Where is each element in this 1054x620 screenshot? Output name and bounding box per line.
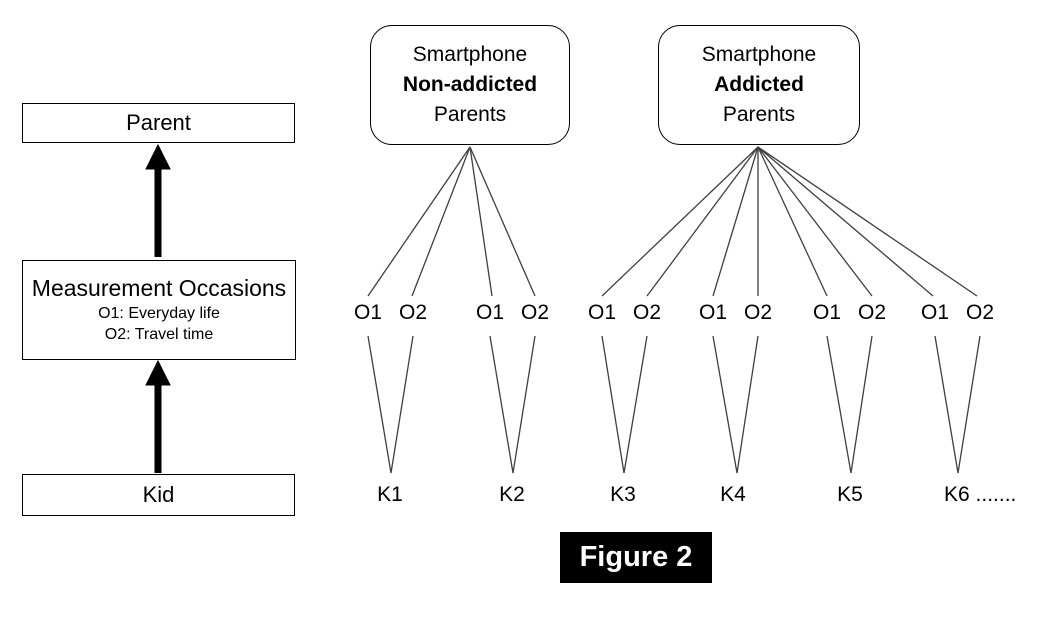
addicted-box-line1: Smartphone: [701, 43, 817, 67]
kid-label-k3: K3: [610, 483, 636, 506]
parent-level-box: Parent: [22, 103, 295, 143]
kid-label-k6: K6 .......: [944, 483, 1017, 506]
parent-level-label: Parent: [126, 110, 191, 135]
occasion-label-k1-o1: O1: [353, 301, 383, 324]
occasion-label-k6-o2: O2: [965, 301, 995, 324]
kid-level-label: Kid: [142, 482, 175, 507]
fan-lines-nonaddicted: [367, 146, 536, 297]
occasion-label-k5-o1: O1: [812, 301, 842, 324]
nonaddicted-box-line3: Parents: [433, 102, 507, 126]
nonaddicted-box-line1: Smartphone: [412, 43, 528, 67]
addicted-box-line2: Addicted: [714, 73, 804, 97]
nonaddicted-box-line2: Non-addicted: [402, 73, 538, 97]
upward-arrows: [145, 143, 171, 473]
addicted-parents-box: Smartphone Addicted Parents: [658, 25, 860, 145]
occasion-label-k1-o2: O2: [398, 301, 428, 324]
nonaddicted-parents-box: Smartphone Non-addicted Parents: [370, 25, 570, 145]
occasion-label-k2-o2: O2: [520, 301, 550, 324]
measurement-o2-description: O2: Travel time: [104, 326, 214, 344]
occasion-label-k5-o2: O2: [857, 301, 887, 324]
figure-caption: Figure 2: [579, 541, 693, 573]
fan-lines-addicted: [601, 146, 978, 297]
occasion-label-k3-o1: O1: [587, 301, 617, 324]
occasion-label-k2-o1: O1: [475, 301, 505, 324]
kid-label-k5: K5: [837, 483, 863, 506]
kid-label-k1: K1: [377, 483, 403, 506]
figure-caption-box: Figure 2: [560, 532, 712, 583]
occasion-label-k4-o2: O2: [743, 301, 773, 324]
kid-label-k4: K4: [720, 483, 746, 506]
occasion-label-k6-o1: O1: [920, 301, 950, 324]
kid-v-lines: [367, 335, 981, 474]
measurement-occasions-title: Measurement Occasions: [31, 275, 287, 302]
occasion-label-k3-o2: O2: [632, 301, 662, 324]
addicted-box-line3: Parents: [722, 102, 796, 126]
kid-label-k2: K2: [499, 483, 525, 506]
measurement-o1-description: O1: Everyday life: [98, 304, 220, 322]
occasion-label-k4-o1: O1: [698, 301, 728, 324]
kid-level-box: Kid: [22, 474, 295, 516]
measurement-occasions-box: Measurement Occasions O1: Everyday life …: [22, 260, 296, 360]
